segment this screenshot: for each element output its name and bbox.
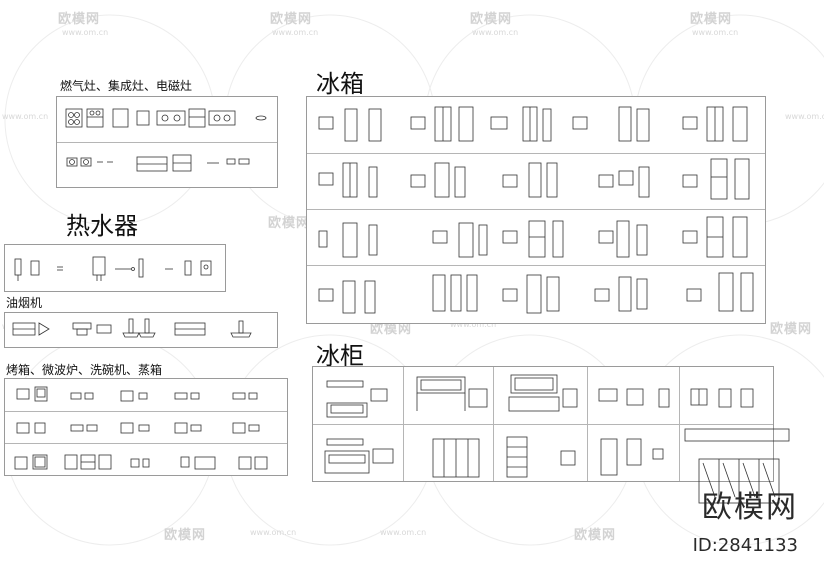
watermark-url: www.om.cn — [250, 528, 297, 537]
water-heater-panel — [4, 244, 226, 292]
ovens-heading: 烤箱、微波炉、洗碗机、蒸箱 — [6, 363, 163, 377]
brand-logo-text: 欧模网 — [702, 490, 798, 525]
ovens-panel — [4, 378, 288, 476]
range-hood-panel — [4, 312, 278, 348]
oven-drawings — [14, 386, 268, 470]
range-hood-heading: 油烟机 — [6, 296, 43, 310]
watermark-url: www.om.cn — [472, 28, 519, 37]
stove-drawings — [65, 108, 267, 172]
freezer-heading: 冰柜 — [316, 342, 364, 370]
fridge-drawings — [318, 106, 754, 314]
fridge-panel — [306, 96, 766, 324]
watermark-url: www.om.cn — [272, 28, 319, 37]
freezer-drawings — [324, 374, 790, 504]
watermark-logo: 欧模网 — [58, 12, 101, 27]
water-heater-heading: 热水器 — [66, 212, 138, 240]
watermark-url: www.om.cn — [62, 28, 109, 37]
watermark-logo: 欧模网 — [770, 322, 813, 337]
watermark-logo: 欧模网 — [268, 216, 311, 231]
watermark-logo: 欧模网 — [470, 12, 513, 27]
watermark-url: www.om.cn — [450, 320, 497, 329]
watermark-logo: 欧模网 — [164, 528, 207, 543]
stoves-panel — [56, 96, 278, 188]
watermark-logo: 欧模网 — [370, 322, 413, 337]
freezer-panel — [312, 366, 790, 504]
watermark-url: www.om.cn — [380, 528, 427, 537]
watermark-logo: 欧模网 — [690, 12, 733, 27]
watermark-logo: 欧模网 — [270, 12, 313, 27]
fridge-heading: 冰箱 — [316, 70, 364, 98]
range-hood-drawings — [12, 318, 252, 338]
stoves-heading: 燃气灶、集成灶、电磁灶 — [60, 79, 193, 93]
brand-id: ID:2841133 — [692, 535, 798, 556]
watermark-url: www.om.cn — [785, 112, 824, 121]
water-heater-drawings — [14, 256, 212, 281]
watermark-logo: 欧模网 — [574, 528, 617, 543]
watermark-url: www.om.cn — [692, 28, 739, 37]
watermark-url: www.om.cn — [2, 112, 49, 121]
